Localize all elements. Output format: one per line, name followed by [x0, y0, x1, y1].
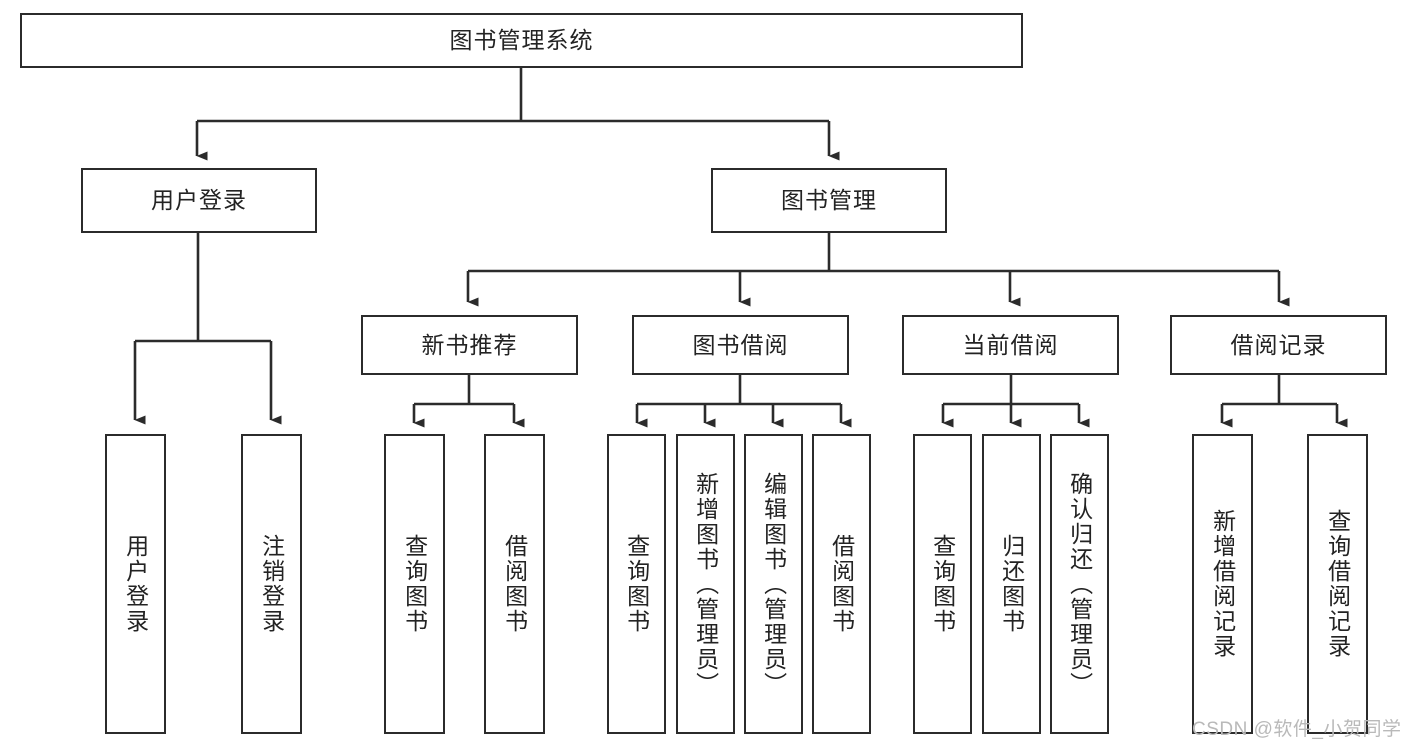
- node-borrow-records[interactable]: 借阅记录: [1170, 315, 1387, 375]
- node-new-book-recommend[interactable]: 新书推荐: [361, 315, 578, 375]
- leaf-edit-book-admin-label: 编辑图书（管理员）: [760, 471, 787, 697]
- leaf-logout[interactable]: 注销登录: [241, 434, 302, 734]
- leaf-query-book-newbook[interactable]: 查询图书: [384, 434, 445, 734]
- node-book-management[interactable]: 图书管理: [711, 168, 947, 233]
- edges-newbook-to-leaves: [412, 375, 525, 428]
- leaf-logout-label: 注销登录: [258, 534, 285, 634]
- leaf-confirm-return-admin[interactable]: 确认归还（管理员）: [1050, 434, 1109, 734]
- node-borrow-records-label: 借阅记录: [1230, 331, 1327, 358]
- leaf-add-book-admin[interactable]: 新增图书（管理员）: [676, 434, 735, 734]
- leaf-query-book-current-label: 查询图书: [929, 534, 956, 634]
- leaf-borrow-book[interactable]: 借阅图书: [812, 434, 871, 734]
- edges-current-to-leaves: [941, 375, 1090, 428]
- leaf-user-login[interactable]: 用户登录: [105, 434, 166, 734]
- leaf-borrow-book-label: 借阅图书: [828, 534, 855, 634]
- node-user-login[interactable]: 用户登录: [81, 168, 317, 233]
- edges-login-to-leaves: [133, 233, 282, 425]
- csdn-watermark: CSDN @软件_小贺同学: [1192, 719, 1402, 740]
- leaf-query-book-borrow-label: 查询图书: [623, 534, 650, 634]
- node-book-borrow[interactable]: 图书借阅: [632, 315, 849, 375]
- node-new-book-recommend-label: 新书推荐: [421, 331, 518, 358]
- leaf-query-book-current[interactable]: 查询图书: [913, 434, 972, 734]
- leaf-query-book-borrow[interactable]: 查询图书: [607, 434, 666, 734]
- node-root-label: 图书管理系统: [449, 27, 594, 54]
- leaf-add-borrow-record-label: 新增借阅记录: [1209, 509, 1236, 659]
- edges-bookmgmt-to-level3: [466, 233, 1290, 307]
- leaf-query-borrow-record[interactable]: 查询借阅记录: [1307, 434, 1368, 734]
- leaf-query-book-newbook-label: 查询图书: [401, 534, 428, 634]
- leaf-edit-book-admin[interactable]: 编辑图书（管理员）: [744, 434, 803, 734]
- node-book-management-label: 图书管理: [781, 187, 877, 214]
- leaf-user-login-label: 用户登录: [122, 534, 149, 634]
- node-user-login-label: 用户登录: [151, 187, 247, 214]
- leaf-borrow-book-newbook[interactable]: 借阅图书: [484, 434, 545, 734]
- leaf-query-borrow-record-label: 查询借阅记录: [1324, 509, 1351, 659]
- leaf-add-book-admin-label: 新增图书（管理员）: [692, 471, 719, 697]
- node-current-borrow[interactable]: 当前借阅: [902, 315, 1119, 375]
- leaf-borrow-book-newbook-label: 借阅图书: [501, 534, 528, 634]
- leaf-confirm-return-admin-label: 确认归还（管理员）: [1066, 471, 1093, 697]
- leaf-return-book[interactable]: 归还图书: [982, 434, 1041, 734]
- leaf-return-book-label: 归还图书: [998, 534, 1025, 634]
- node-book-borrow-label: 图书借阅: [692, 331, 789, 358]
- leaf-add-borrow-record[interactable]: 新增借阅记录: [1192, 434, 1253, 734]
- edges-root-to-level2: [195, 67, 840, 161]
- edges-borrow-to-leaves: [635, 375, 852, 428]
- node-root[interactable]: 图书管理系统: [20, 13, 1023, 68]
- edges-records-to-leaves: [1220, 375, 1348, 428]
- node-current-borrow-label: 当前借阅: [962, 331, 1059, 358]
